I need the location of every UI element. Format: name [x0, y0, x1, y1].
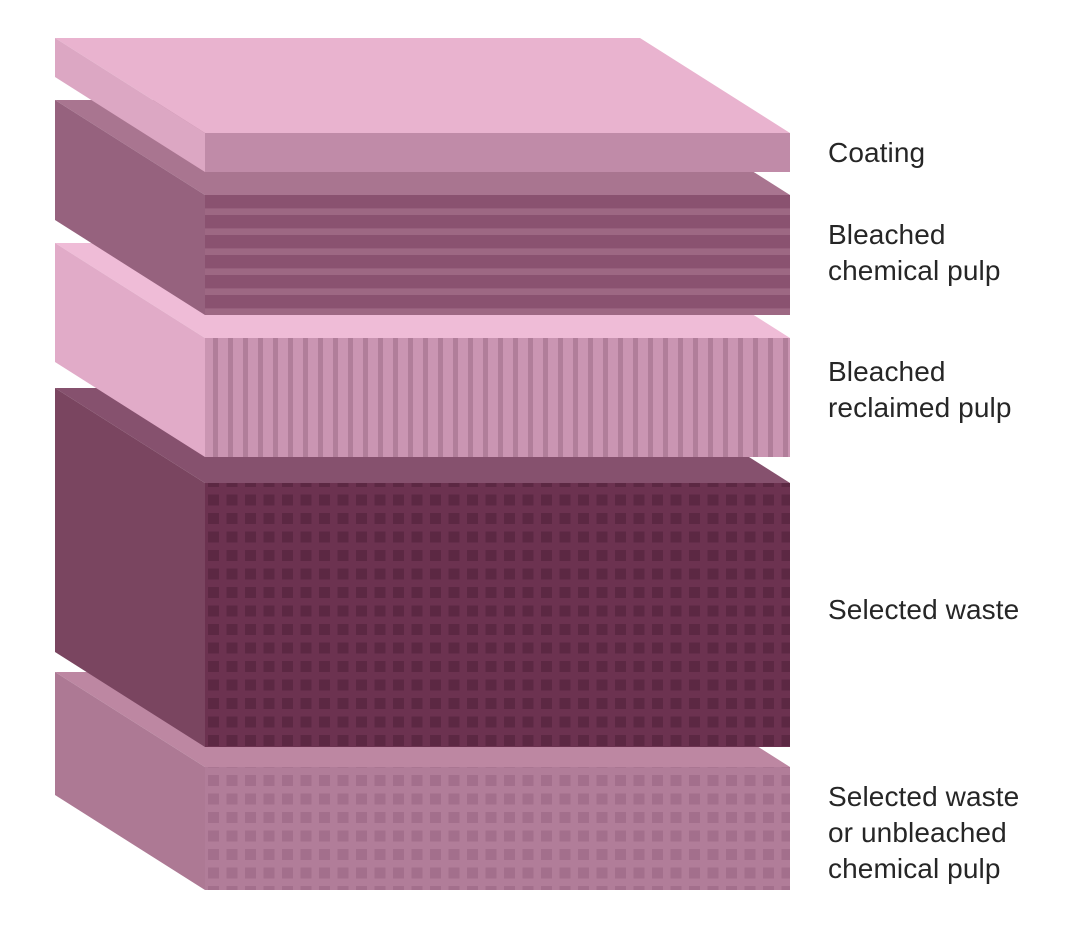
slab4-side-face — [55, 388, 205, 747]
label-selected-waste: Selected waste — [828, 594, 1020, 625]
slab3-front-face — [205, 338, 790, 457]
slab5-side-face — [55, 672, 205, 890]
slab4-front-face — [205, 483, 790, 747]
label-coating: Coating — [828, 137, 926, 168]
slab5-front-face — [205, 767, 790, 890]
slab-coating — [55, 38, 790, 172]
slab1-front-face — [205, 133, 790, 172]
slab2-side-face — [55, 100, 205, 315]
label-bleached-reclaimed-pulp: Bleached reclaimed pulp — [828, 356, 1012, 423]
slab2-front-face — [205, 195, 790, 315]
label-selected-waste-or-unbleached: Selected waste or unbleached chemical pu… — [828, 781, 1020, 884]
slab1-side-face — [55, 38, 205, 172]
slab1-top-face — [55, 38, 790, 133]
label-bleached-chemical-pulp: Bleached chemical pulp — [828, 219, 1001, 286]
slab3-side-face — [55, 243, 205, 457]
